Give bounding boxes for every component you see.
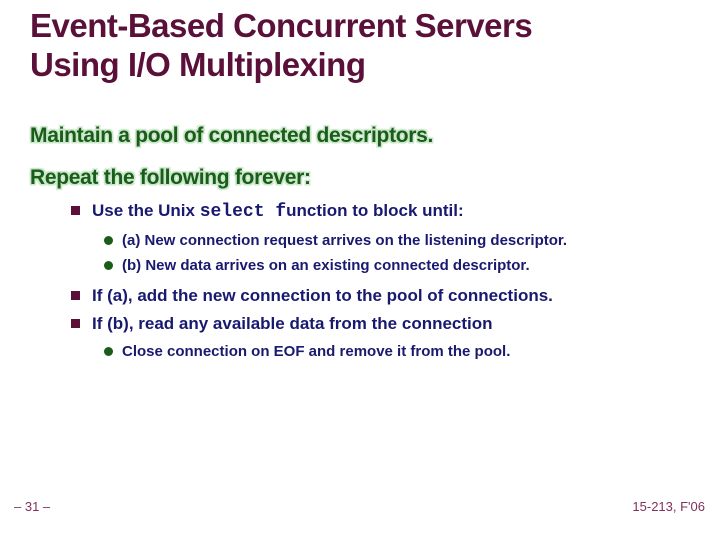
slide-title: Event-Based Concurrent Servers Using I/O… <box>30 6 533 84</box>
bullet-text: If (b), read any available data from the… <box>92 314 493 333</box>
square-bullet-icon <box>71 291 80 300</box>
square-bullet-icon <box>71 319 80 328</box>
sub-bullet-text: Close connection on EOF and remove it fr… <box>122 343 511 360</box>
sub-bullet-new-data: (b) New data arrives on an existing conn… <box>104 256 530 275</box>
circle-bullet-icon <box>104 261 113 270</box>
heading-maintain-pool: Maintain a pool of connected descriptors… <box>30 124 434 147</box>
bullet-use-select-text: Use the Unix select function to block un… <box>92 200 464 223</box>
bullet-use-select: Use the Unix select function to block un… <box>71 200 464 223</box>
sub-bullet-new-connection: (a) New connection request arrives on th… <box>104 231 567 250</box>
sub-bullet-text: (a) New connection request arrives on th… <box>122 232 568 249</box>
slide-title-line2: Using I/O Multiplexing <box>30 46 366 83</box>
square-bullet-icon <box>71 206 80 215</box>
footer-page-number: – 31 – <box>14 499 51 514</box>
bullet-text: If (a), add the new connection to the po… <box>92 286 553 305</box>
circle-bullet-icon <box>104 236 113 245</box>
footer-course-label: 15-213, F'06 <box>632 499 705 514</box>
bullet-text-segment: unction to block until: <box>286 201 464 220</box>
heading-repeat-forever: Repeat the following forever: <box>30 166 311 189</box>
sub-bullet-text: (b) New data arrives on an existing conn… <box>122 257 530 274</box>
sub-bullet-close-connection: Close connection on EOF and remove it fr… <box>104 342 510 361</box>
bullet-if-b: If (b), read any available data from the… <box>71 313 493 334</box>
slide-title-line1: Event-Based Concurrent Servers <box>30 7 533 44</box>
circle-bullet-icon <box>104 347 113 356</box>
bullet-text-segment-mono: select f <box>199 202 287 222</box>
bullet-text-segment: Use the Unix <box>92 201 200 220</box>
bullet-if-a: If (a), add the new connection to the po… <box>71 285 553 306</box>
